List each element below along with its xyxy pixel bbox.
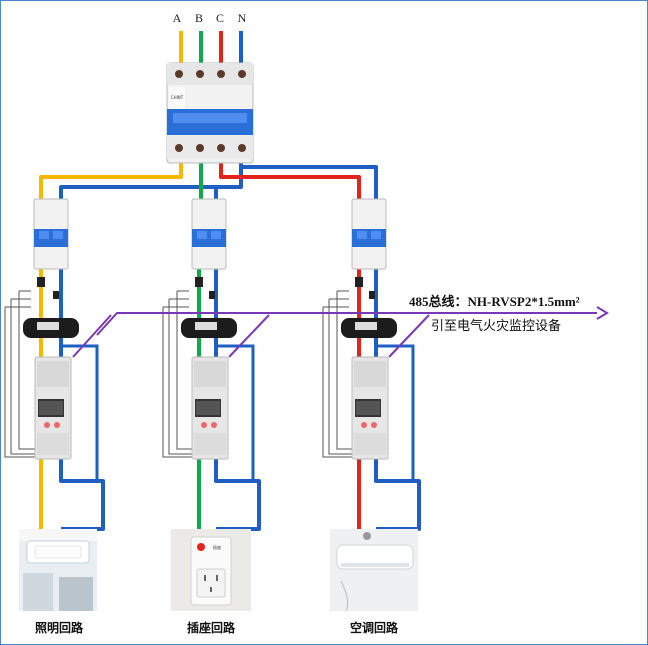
ac-clip-2	[369, 291, 375, 299]
lighting-current-transformer	[23, 318, 79, 338]
ac-meter-neutral-loop	[376, 344, 415, 481]
lighting-sense-wire-1	[18, 290, 37, 450]
distribution-wire-a	[39, 161, 183, 206]
ceiling-light-icon	[19, 529, 97, 611]
ac-current-transformer	[341, 318, 397, 338]
rs485-bus	[72, 306, 609, 358]
lighting-clip	[37, 277, 45, 287]
main-breaker-brand: CHINT	[171, 95, 184, 100]
circuit-label-ac: 空调回路	[350, 620, 399, 635]
lighting-branch-breaker	[33, 198, 69, 270]
socket-clip	[195, 277, 203, 287]
circuit-label-lighting: 照明回路	[35, 620, 84, 635]
air-conditioner-icon	[330, 529, 418, 612]
ac-sense-wire-1	[336, 290, 353, 450]
socket-sense-wire-2	[168, 298, 193, 455]
socket-meter-neutral-loop	[216, 344, 255, 481]
lighting-meter-neutral-loop	[61, 344, 99, 481]
socket-sense-wire-1	[176, 290, 193, 450]
circuit-label-socket: 插座回路	[187, 620, 236, 635]
lighting-energy-meter	[34, 356, 72, 460]
socket-current-transformer	[181, 318, 237, 338]
distribution-wire-c	[219, 161, 361, 206]
phase-label-c: C	[216, 11, 224, 25]
bus-spec-label: 485总线：NH-RVSP2*1.5mm²	[409, 294, 580, 309]
lighting-clip-2	[53, 291, 59, 299]
main-breaker-4p: CHINT	[166, 62, 254, 164]
lighting-sense-wire-3	[4, 306, 37, 458]
socket-clip-2	[209, 291, 215, 299]
phase-label-b: B	[195, 11, 203, 25]
socket-warning-label: 插座	[213, 544, 221, 550]
socket-energy-meter	[191, 356, 229, 460]
ac-sense-wire-3	[322, 306, 353, 458]
ac-sense-wire-2	[328, 298, 353, 455]
distribution-wire-neutral-right	[239, 161, 378, 206]
wall-socket-icon: 插座	[171, 529, 251, 611]
socket-branch-breaker	[191, 198, 227, 270]
ac-branch-breaker	[351, 198, 387, 270]
bus-destination-label: 引至电气火灾监控设备	[431, 318, 561, 334]
phase-label-a: A	[173, 11, 182, 25]
ac-energy-meter	[351, 356, 389, 460]
distribution-wire-neutral-left	[59, 161, 243, 206]
phase-label-n: N	[238, 11, 247, 25]
ac-clip	[355, 277, 363, 287]
socket-sense-wire-3	[162, 306, 193, 458]
lighting-sense-wire-2	[10, 298, 37, 455]
